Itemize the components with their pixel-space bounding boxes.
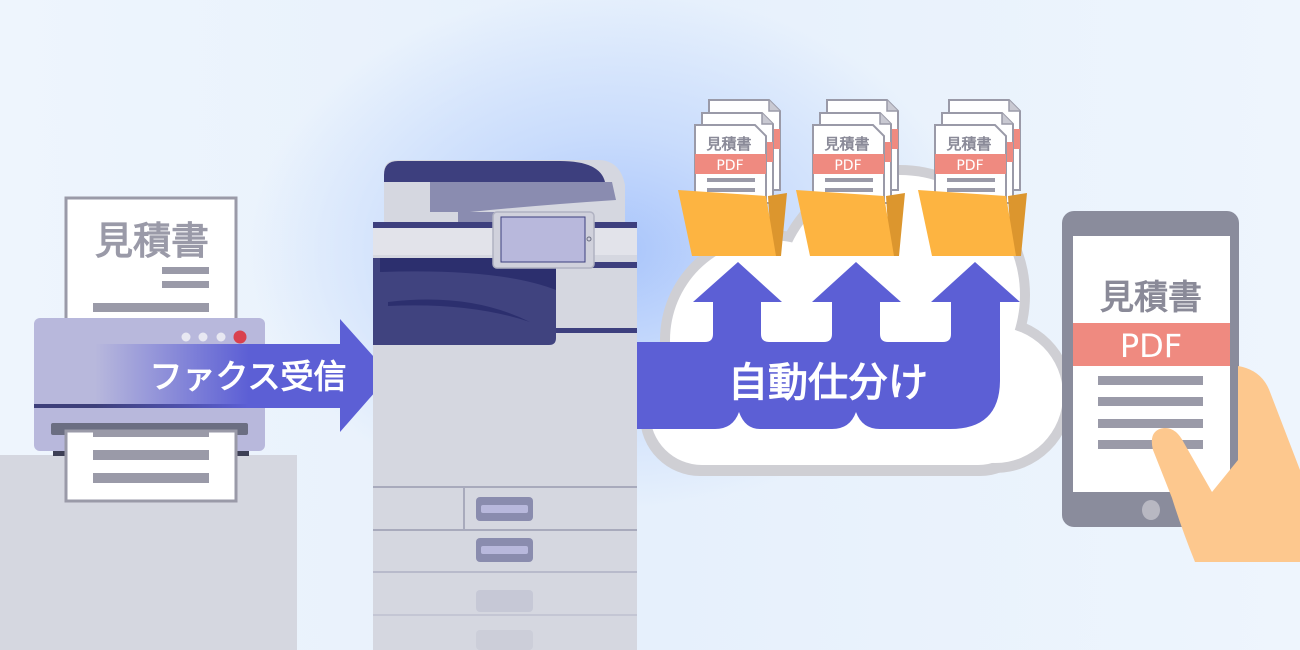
fax-input-document: 見積書 bbox=[64, 196, 238, 340]
control-panel-screen bbox=[492, 211, 595, 269]
tablet-document-type: PDF bbox=[1120, 327, 1182, 365]
tablet: 見積書 PDF bbox=[1062, 211, 1239, 527]
home-button bbox=[1142, 500, 1160, 520]
document-title: 見積書 bbox=[945, 135, 991, 153]
indicator-light bbox=[216, 332, 226, 342]
multifunction-copier bbox=[373, 160, 637, 650]
document-type: PDF bbox=[834, 158, 861, 174]
paper-tray-handle bbox=[476, 590, 533, 612]
fax-document-title: 見積書 bbox=[95, 219, 209, 263]
folder-2: 見積書 PDF bbox=[796, 99, 905, 256]
fax-receive-label: ファクス受信 bbox=[149, 357, 346, 396]
status-light-red bbox=[233, 330, 247, 344]
hand bbox=[1151, 366, 1300, 562]
tablet-document-title: 見積書 bbox=[1100, 278, 1202, 318]
document-type: PDF bbox=[956, 158, 983, 174]
document-title: 見積書 bbox=[705, 135, 751, 153]
document-type: PDF bbox=[716, 158, 743, 174]
auto-sort-label: 自動仕分け bbox=[728, 360, 928, 406]
indicator-light bbox=[181, 332, 191, 342]
document-title: 見積書 bbox=[823, 135, 869, 153]
fax-receive-arrow: ファクス受信 bbox=[95, 319, 390, 432]
auto-sort-arrows: 自動仕分け bbox=[637, 262, 1020, 429]
paper-tray-handle bbox=[476, 630, 533, 650]
indicator-light bbox=[198, 332, 208, 342]
fax-output-document bbox=[64, 429, 238, 503]
folder-1: 見積書 PDF bbox=[678, 99, 787, 256]
folder-3: 見積書 PDF bbox=[918, 99, 1027, 256]
